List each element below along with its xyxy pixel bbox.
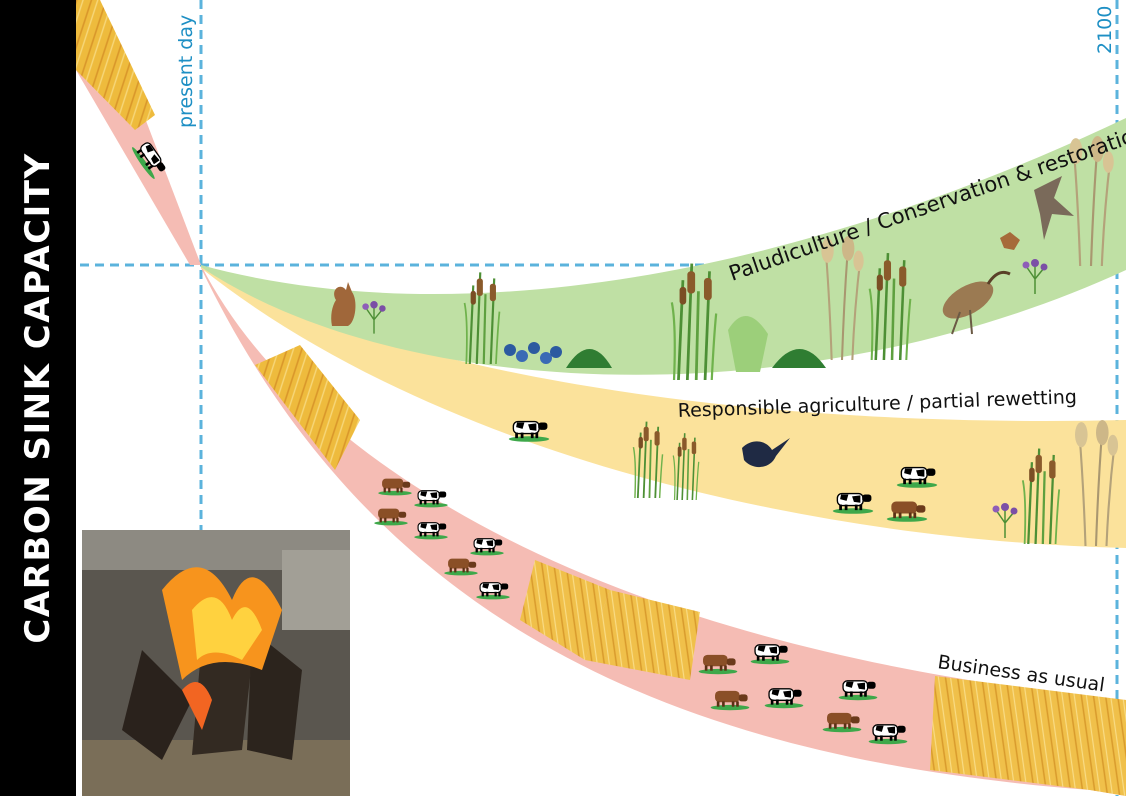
hare-icon: [331, 282, 355, 326]
responsible-agriculture-label: Responsible agriculture / partial rewett…: [677, 386, 1077, 422]
peat-fire-photo: [82, 530, 350, 796]
bau-straw-1: [255, 345, 360, 470]
year-2100-label: 2100: [1094, 6, 1116, 54]
present-day-label: present day: [175, 15, 197, 128]
